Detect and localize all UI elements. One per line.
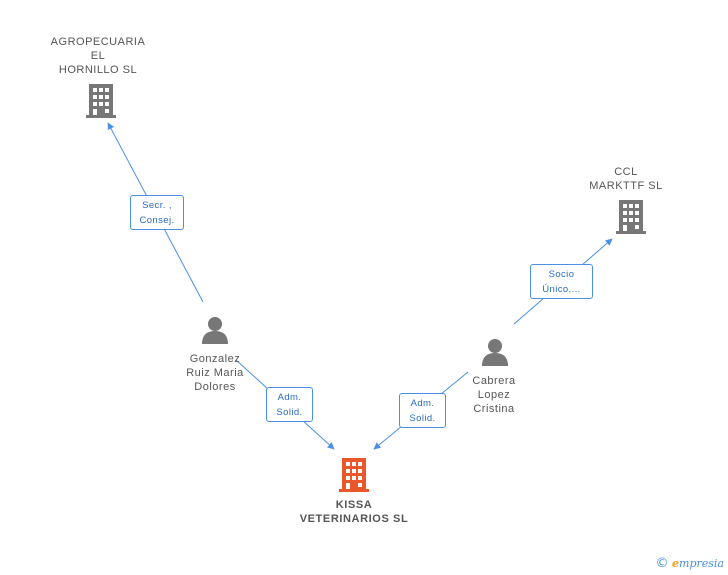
node-label-ccl[interactable]: CCL MARKTTF SL bbox=[589, 166, 663, 192]
edge-label-secr-consej: Secr. , Consej. bbox=[130, 195, 184, 230]
building-icon[interactable] bbox=[86, 84, 116, 118]
edge-label-adm-solid-left: Adm. Solid. bbox=[266, 387, 313, 422]
node-label-gonzalez[interactable]: Gonzalez Ruiz Maria Dolores bbox=[186, 353, 244, 393]
copyright-icon: © bbox=[655, 556, 669, 571]
brand-name: mpresia bbox=[679, 557, 724, 570]
building-icon-main[interactable] bbox=[339, 458, 369, 492]
edge-label-adm-solid-right: Adm. Solid. bbox=[399, 393, 446, 428]
person-icon[interactable] bbox=[482, 339, 508, 366]
node-label-agropecuaria[interactable]: AGROPECUARIA EL HORNILLO SL bbox=[50, 36, 146, 76]
person-icon[interactable] bbox=[202, 317, 228, 344]
edge-label-socio-unico: Socio Único,... bbox=[530, 264, 593, 299]
empresia-watermark[interactable]: © empresia bbox=[656, 556, 724, 571]
node-label-cabrera[interactable]: Cabrera Lopez Cristina bbox=[472, 375, 516, 415]
node-label-kissa[interactable]: KISSA VETERINARIOS SL bbox=[299, 499, 409, 525]
brand-initial: e bbox=[672, 557, 680, 570]
building-icon[interactable] bbox=[616, 200, 646, 234]
